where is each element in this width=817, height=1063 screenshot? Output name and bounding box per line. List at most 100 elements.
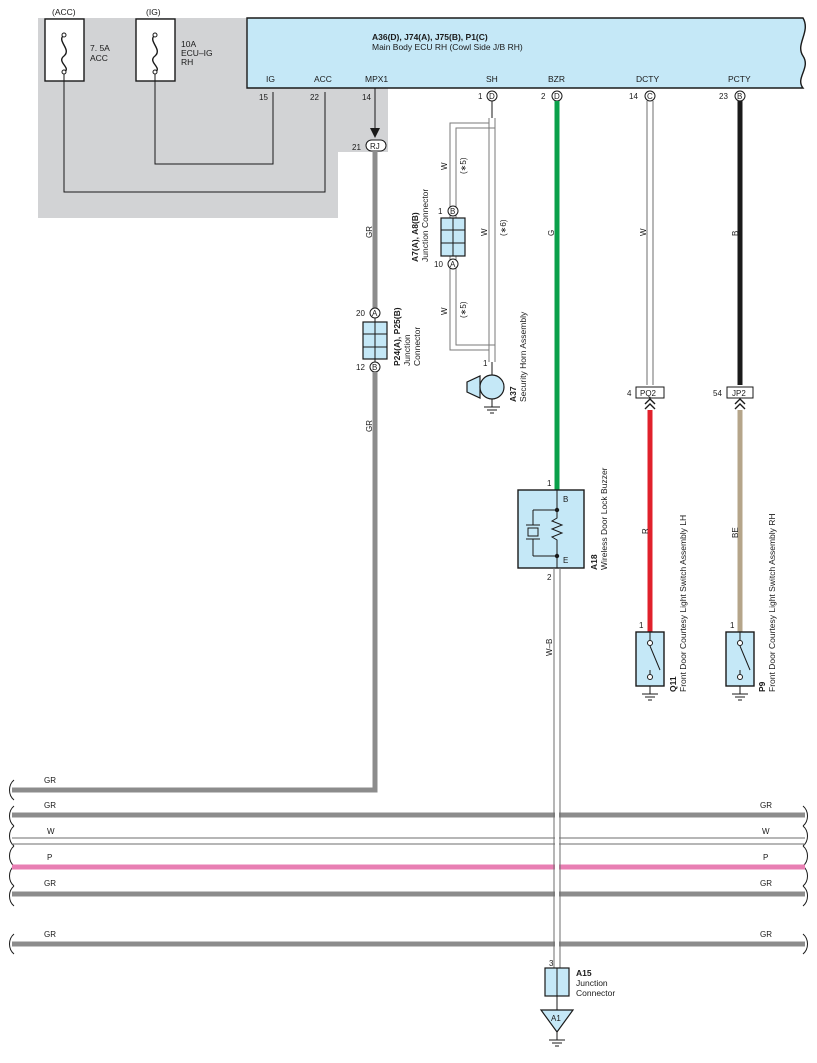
wire-w-label-2: W — [480, 228, 489, 236]
bus-5-right: GR — [760, 930, 772, 939]
wire-be-label: BE — [731, 527, 740, 538]
rj-label: RJ — [370, 142, 380, 151]
bus-0-left: GR — [44, 776, 56, 785]
ecu-term-sh: SH — [486, 74, 498, 84]
switch-lh-pin: 1 — [639, 621, 644, 630]
bus-1-left: GR — [44, 801, 56, 810]
switch-rh-icon — [737, 632, 751, 680]
p24-codes: P24(A), P25(B) — [392, 307, 402, 366]
wire-ig-feed — [154, 74, 274, 165]
wire-g-label: G — [547, 230, 556, 236]
bus-3-right: P — [763, 853, 768, 862]
note-5-b: (∗5) — [459, 301, 468, 318]
bus-4-right: GR — [760, 879, 772, 888]
horn-code: A37 — [508, 386, 518, 402]
horn-name: Security Horn Assembly — [518, 311, 528, 402]
wire-wb-label: W–B — [545, 639, 554, 656]
main-body-ecu — [246, 17, 806, 89]
ecu-term-bzr: BZR — [548, 74, 565, 84]
ecu-term-pcty: PCTY — [728, 74, 751, 84]
wire-w-label-3: W — [440, 307, 449, 315]
bus-wire-w — [12, 837, 805, 845]
ecu-pin-acc: 22 — [310, 93, 319, 102]
p24-bot-conn-label: B — [372, 363, 377, 372]
chevron-up-icon — [734, 398, 746, 410]
p24-top-conn-label: A — [372, 309, 378, 318]
ecu-pin-pcty: 23 — [719, 92, 728, 101]
fuse-acc-rating: 7. 5A — [90, 43, 110, 53]
p24-name2: Connector — [412, 327, 422, 366]
ecu-codes: A36(D), J74(A), J75(B), P1(C) — [372, 32, 488, 42]
wire-w-dcty — [646, 101, 654, 385]
wire-acc-feed — [63, 74, 326, 193]
ground-icon — [548, 1031, 566, 1047]
a7-top-pin: 1 — [438, 207, 443, 216]
ground-icon — [483, 398, 501, 414]
switch-rh-pin: 1 — [730, 621, 735, 630]
a15-pin: 3 — [549, 959, 554, 968]
fuse-acc-header: (ACC) — [52, 7, 76, 17]
wire-r-label: R — [641, 528, 650, 534]
fuse-ig-name: ECU–IG — [181, 48, 213, 58]
jp2-label: JP2 — [732, 389, 746, 398]
ecu-pin-sh: 1 — [478, 92, 483, 101]
ecu-term-mpx1: MPX1 — [365, 74, 388, 84]
a15-name: Junction — [576, 978, 608, 988]
arrow-down-icon — [370, 128, 380, 138]
conn-sh-label: D — [489, 92, 495, 101]
buzzer-term-e: E — [563, 556, 568, 565]
conn-bzr-label: D — [554, 92, 560, 101]
jp2-connector — [726, 386, 754, 399]
a7-name: Junction Connector — [420, 189, 430, 262]
switch-lh-icon — [647, 632, 661, 680]
buzzer-name: Wireless Door Lock Buzzer — [599, 467, 609, 570]
fuse-ig-rating: 10A — [181, 39, 196, 49]
a7-top-conn-label: B — [450, 207, 455, 216]
p24-top-pin: 20 — [356, 309, 365, 318]
ground-a1-label: A1 — [551, 1014, 561, 1023]
bus-2-right: W — [762, 827, 770, 836]
fuse-ig-header: (IG) — [146, 7, 161, 17]
a7-bot-pin: 10 — [434, 260, 443, 269]
ecu-term-dcty: DCTY — [636, 74, 659, 84]
pq2-connector — [635, 386, 665, 399]
switch-lh-name: Front Door Courtesy Light Switch Assembl… — [678, 515, 688, 692]
wire-w-label-1: W — [440, 162, 449, 170]
a15-code: A15 — [576, 968, 592, 978]
bus-1-right: GR — [760, 801, 772, 810]
jp2-pin: 54 — [713, 389, 722, 398]
a7-codes: A7(A), A8(B) — [410, 212, 420, 262]
fuse-ig-name2: RH — [181, 57, 193, 67]
rj-pin: 21 — [352, 143, 361, 152]
bus-2-left: W — [47, 827, 55, 836]
power-panel — [38, 18, 388, 218]
horn-pin: 1 — [483, 359, 488, 368]
switch-rh-name: Front Door Courtesy Light Switch Assembl… — [767, 513, 777, 692]
ecu-name: Main Body ECU RH (Cowl Side J/B RH) — [372, 42, 523, 52]
conn-pcty-label: B — [737, 92, 742, 101]
ecu-term-ig: IG — [266, 74, 275, 84]
ground-icon — [641, 685, 659, 701]
ecu-pin-dcty: 14 — [629, 92, 638, 101]
conn-dcty-label: C — [647, 92, 653, 101]
note-6: (∗6) — [499, 219, 508, 236]
pq2-pin: 4 — [627, 389, 632, 398]
p24-bot-pin: 12 — [356, 363, 365, 372]
ecu-term-acc: ACC — [314, 74, 332, 84]
wire-gr-label-2: GR — [365, 420, 374, 432]
p24-name: Junction — [402, 334, 412, 366]
ground-point-a1 — [539, 1009, 575, 1034]
wire-gr-label-1: GR — [365, 226, 374, 238]
conn-dcty — [644, 90, 656, 102]
buzzer-pin-top: 1 — [547, 479, 552, 488]
bus-3-left: P — [47, 853, 52, 862]
wire-w-label-4: W — [639, 228, 648, 236]
a7-bot-conn — [447, 258, 459, 270]
wire-b-label: B — [731, 231, 740, 236]
ecu-pin-ig: 15 — [259, 93, 268, 102]
ecu-pin-mpx1: 14 — [362, 93, 371, 102]
buzzer-term-b: B — [563, 495, 568, 504]
a7-bot-conn-label: A — [450, 260, 456, 269]
chevron-up-icon — [644, 398, 656, 410]
